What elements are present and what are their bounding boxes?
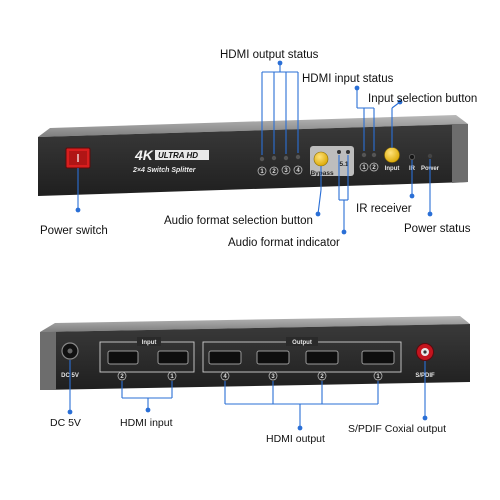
bypass-label: Bypass bbox=[310, 170, 334, 177]
label-power-switch: Power switch bbox=[40, 225, 108, 237]
led-out-4 bbox=[295, 154, 301, 160]
led-in-num-1: 1 bbox=[362, 165, 366, 171]
hdmi-in-num-1: 1 bbox=[170, 374, 174, 380]
hdmi-output-group: Output 4 3 2 1 bbox=[202, 337, 402, 381]
audio-led-51 bbox=[346, 150, 350, 154]
label-hdmi-input-status: HDMI input status bbox=[302, 73, 394, 85]
label-dc-5v: DC 5V bbox=[50, 417, 81, 429]
label-power-status: Power status bbox=[404, 223, 471, 235]
hdmi-output-leds: 1 2 3 4 bbox=[257, 154, 303, 176]
audio-format-button[interactable] bbox=[313, 151, 329, 167]
label-hdmi-input: HDMI input bbox=[120, 417, 173, 429]
audio-format-panel: 5.1 Bypass bbox=[310, 146, 354, 177]
led-out-1 bbox=[259, 156, 265, 162]
input-selection-button[interactable] bbox=[384, 147, 400, 163]
brand-4k: 4K bbox=[134, 147, 154, 163]
back-device-end bbox=[40, 332, 56, 390]
front-panel-device: 4K ULTRA HD 2×4 Switch Splitter 1 2 3 4 bbox=[38, 115, 468, 196]
hdmi-input-group: Input 2 1 bbox=[99, 337, 195, 381]
label-ir-receiver: IR receiver bbox=[356, 203, 412, 215]
front-device-end bbox=[452, 124, 468, 183]
hdmi-in-port-2[interactable] bbox=[107, 350, 139, 365]
brand-logo: 4K ULTRA HD 2×4 Switch Splitter bbox=[132, 147, 209, 174]
front-device-face bbox=[38, 124, 468, 196]
label-hdmi-output: HDMI output bbox=[266, 433, 325, 445]
hdmi-in-num-2: 2 bbox=[120, 374, 124, 380]
led-out-num-3: 3 bbox=[284, 168, 288, 174]
front-device-top bbox=[38, 115, 468, 137]
led-out-num-4: 4 bbox=[296, 168, 300, 174]
brand-ultra-hd: ULTRA HD bbox=[158, 151, 198, 160]
back-device-face bbox=[40, 324, 470, 390]
back-panel-device: DC 5V Input 2 1 Output 4 bbox=[40, 316, 470, 390]
label-spdif-output: S/PDIF Coxial output bbox=[348, 423, 446, 435]
power-led bbox=[427, 153, 433, 159]
audio-led-bypass bbox=[337, 150, 341, 154]
label-audio-format-selection-button: Audio format selection button bbox=[164, 215, 313, 227]
front-leader-lines bbox=[75, 60, 433, 235]
back-device-top bbox=[40, 316, 470, 332]
label-hdmi-output-status: HDMI output status bbox=[220, 49, 319, 61]
led-in-num-2: 2 bbox=[372, 165, 376, 171]
led-out-num-1: 1 bbox=[260, 169, 264, 175]
hdmi-out-port-3[interactable] bbox=[256, 350, 290, 365]
hdmi-input-leds: 1 2 bbox=[359, 152, 379, 172]
back-leader-lines bbox=[67, 360, 428, 431]
input-group-label: Input bbox=[142, 340, 157, 346]
label-audio-format-indicator: Audio format indicator bbox=[228, 237, 340, 249]
brand-subtitle: 2×4 Switch Splitter bbox=[132, 167, 197, 174]
hdmi-out-port-4[interactable] bbox=[208, 350, 242, 365]
led-out-2 bbox=[271, 155, 277, 161]
output-group-label: Output bbox=[292, 340, 312, 346]
callout-labels: HDMI output status HDMI input status Inp… bbox=[40, 49, 477, 445]
audio-51-label: 5.1 bbox=[339, 161, 348, 168]
ir-receiver-window bbox=[409, 154, 415, 160]
hdmi-out-port-1[interactable] bbox=[361, 350, 395, 365]
hdmi-out-num-2: 2 bbox=[320, 374, 324, 380]
dc-jack[interactable] bbox=[61, 342, 79, 360]
led-in-1 bbox=[361, 152, 367, 158]
hdmi-out-num-4: 4 bbox=[223, 374, 227, 380]
led-out-3 bbox=[283, 155, 289, 161]
power-switch[interactable] bbox=[65, 147, 91, 169]
label-input-selection-button: Input selection button bbox=[368, 93, 477, 105]
spdif-port[interactable] bbox=[416, 343, 434, 361]
hdmi-out-port-2[interactable] bbox=[305, 350, 339, 365]
hdmi-out-num-1: 1 bbox=[376, 374, 380, 380]
hdmi-out-num-3: 3 bbox=[271, 374, 275, 380]
hdmi-in-port-1[interactable] bbox=[157, 350, 189, 365]
input-button-label: Input bbox=[385, 166, 400, 172]
led-out-num-2: 2 bbox=[272, 169, 276, 175]
led-in-2 bbox=[371, 152, 377, 158]
